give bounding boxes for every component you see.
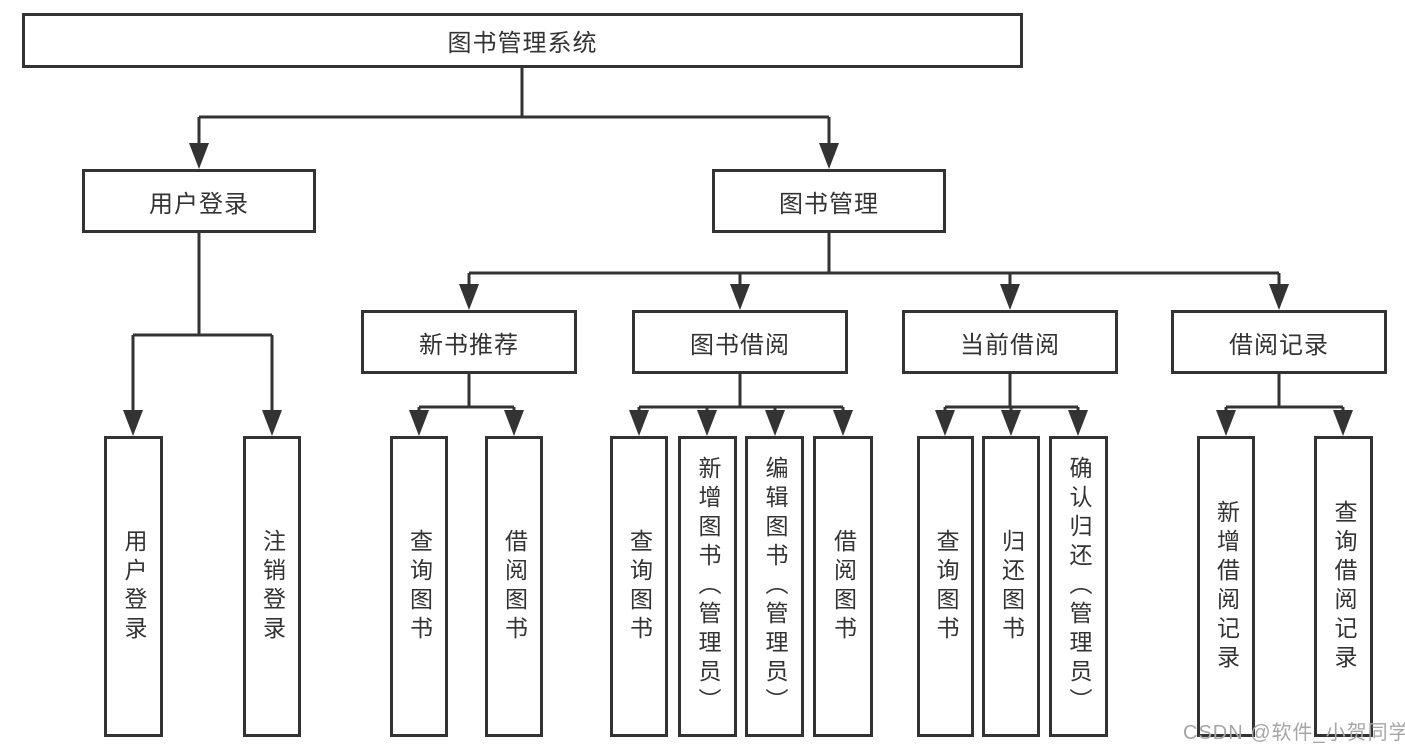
leaf-add-borrow-record: 新增借阅记录 (1197, 436, 1255, 737)
leaf-query-books-recommend: 查询图书 (390, 436, 448, 737)
leaf-borrow-books: 借阅图书 (813, 436, 873, 737)
leaf-user-login: 用户登录 (104, 436, 163, 737)
leaf-add-borrow-record-label: 新增借阅记录 (1213, 499, 1240, 674)
node-book-management: 图书管理 (712, 169, 946, 233)
leaf-add-book-admin: 新增图书（管理员） (678, 436, 737, 737)
node-user-login: 用户登录 (82, 169, 316, 233)
leaf-borrow-books-recommend: 借阅图书 (485, 436, 543, 737)
leaf-query-borrow-record: 查询借阅记录 (1314, 436, 1373, 737)
node-root-label: 图书管理系统 (447, 30, 598, 57)
node-root: 图书管理系统 (22, 13, 1023, 68)
leaf-user-login-label: 用户登录 (121, 528, 147, 645)
leaf-query-books-current-label: 查询图书 (933, 528, 959, 645)
leaf-query-books-current: 查询图书 (917, 436, 974, 737)
node-borrow-records: 借阅记录 (1171, 310, 1387, 374)
leaf-logout-label: 注销登录 (259, 528, 286, 645)
leaf-logout: 注销登录 (243, 436, 301, 737)
leaf-confirm-return-admin-label: 确认归还（管理员） (1066, 456, 1092, 717)
leaf-return-book-label: 归还图书 (998, 528, 1025, 645)
node-book-borrow-label: 图书借阅 (690, 331, 790, 359)
node-new-book-recommend-label: 新书推荐 (419, 331, 519, 359)
leaf-add-book-admin-label: 新增图书（管理员） (695, 456, 721, 717)
leaf-borrow-books-recommend-label: 借阅图书 (501, 528, 528, 645)
leaf-borrow-books-label: 借阅图书 (830, 528, 857, 645)
leaf-query-books-recommend-label: 查询图书 (406, 528, 433, 645)
leaf-query-books-borrow-label: 查询图书 (626, 528, 653, 645)
node-borrow-records-label: 借阅记录 (1229, 331, 1329, 359)
leaf-edit-book-admin-label: 编辑图书（管理员） (762, 456, 788, 717)
watermark: CSDN @软件_小贺同学 (1183, 722, 1405, 744)
leaf-return-book: 归还图书 (982, 436, 1040, 737)
leaf-confirm-return-admin: 确认归还（管理员） (1049, 436, 1108, 737)
node-user-login-label: 用户登录 (149, 190, 249, 218)
leaf-query-borrow-record-label: 查询借阅记录 (1331, 499, 1357, 674)
node-current-borrow: 当前借阅 (902, 310, 1118, 374)
node-current-borrow-label: 当前借阅 (960, 331, 1060, 359)
node-book-management-label: 图书管理 (779, 190, 879, 218)
leaf-edit-book-admin: 编辑图书（管理员） (745, 436, 804, 737)
node-book-borrow: 图书借阅 (632, 310, 848, 374)
node-new-book-recommend: 新书推荐 (361, 310, 577, 374)
leaf-query-books-borrow: 查询图书 (610, 436, 668, 737)
